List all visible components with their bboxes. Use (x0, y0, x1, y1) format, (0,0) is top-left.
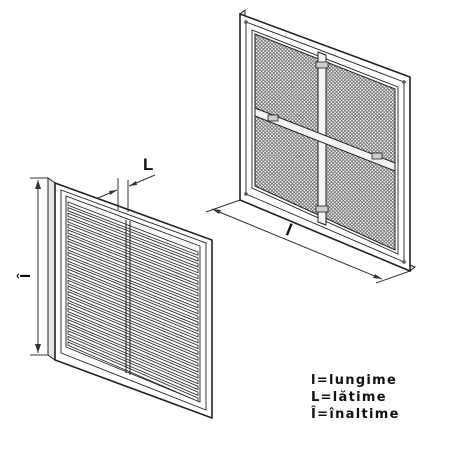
height-dimension (30, 177, 48, 356)
louvre-slat (67, 246, 199, 303)
louvre-slat (67, 296, 199, 356)
louvre-slat (67, 335, 199, 396)
height-label: Î (16, 273, 34, 279)
depth-label: L (143, 155, 153, 174)
louvre-slat (67, 285, 199, 344)
louvre-slat (67, 291, 199, 350)
louvre-slat (67, 257, 199, 315)
louvre-slat (67, 279, 199, 338)
louvre-slat (67, 207, 199, 262)
louvre-slat (67, 341, 199, 402)
louvre-slat (67, 302, 199, 361)
louvre-slat (67, 274, 199, 332)
width-dimension (205, 199, 411, 284)
legend-height: Î=înaltime (311, 407, 400, 422)
louvre-slat (67, 201, 199, 256)
louvre-slat (67, 268, 199, 326)
louvre-slats (67, 201, 199, 402)
legend: l=lungime L=lătime Î=înaltime (311, 372, 446, 423)
louvre-slat (67, 307, 199, 367)
louvre-slat (67, 235, 199, 291)
louvre-slat (67, 223, 199, 280)
louvre-slat (67, 330, 199, 391)
width-label: l (283, 220, 295, 239)
back-grille-mesh (239, 8, 416, 273)
louvre-slat (67, 240, 199, 297)
depth-dimension (97, 174, 156, 212)
louvre-slat (67, 324, 199, 385)
louvre-slat (67, 229, 199, 285)
louvre-slat (67, 318, 199, 379)
louvre-slat (67, 263, 199, 321)
louvre-slat (67, 251, 199, 309)
legend-length: l=lungime (311, 373, 398, 388)
front-grille-louvres (47, 177, 213, 420)
louvre-slat (67, 212, 199, 268)
louvre-slat (67, 218, 199, 274)
louvre-slat (67, 313, 199, 373)
legend-width: L=lătime (311, 390, 387, 405)
